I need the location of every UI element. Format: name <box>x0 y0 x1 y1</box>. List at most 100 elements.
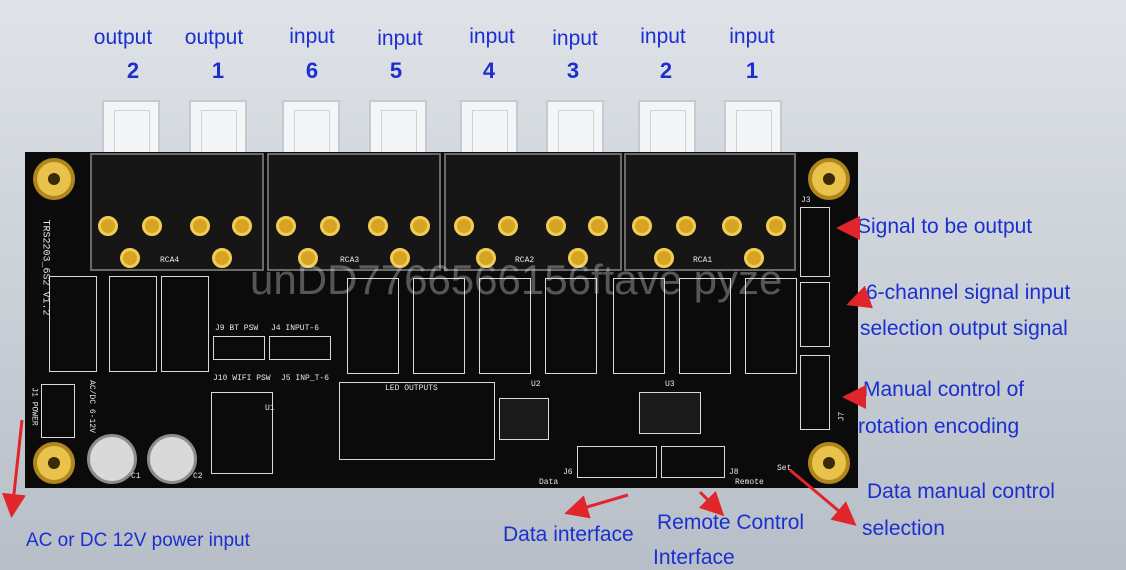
input-5-number: 5 <box>389 58 403 83</box>
arrow-data-interface <box>564 493 629 519</box>
input-1-word: input <box>729 25 775 48</box>
j2-header <box>800 282 830 347</box>
pad <box>722 216 742 236</box>
mount-hole-top-right <box>808 158 850 200</box>
rca1-label: RCA1 <box>693 256 713 265</box>
j4-label: J4 INPUT-6 <box>271 324 320 333</box>
pad <box>190 216 210 236</box>
label-signal-output: Signal to be output <box>857 215 1033 238</box>
pad <box>212 248 232 268</box>
pad <box>120 248 140 268</box>
j7-encoder-header <box>800 355 830 430</box>
rca4-block <box>90 153 264 271</box>
pad <box>654 248 674 268</box>
relay-k3 <box>545 278 597 374</box>
pad <box>676 216 696 236</box>
label-manual-rotation-1: Manual control of <box>863 378 1025 401</box>
relay-k2 <box>613 278 665 374</box>
power-label: J1 POWER <box>29 387 39 426</box>
jack-input-5 <box>369 100 427 156</box>
c1-label: C1 <box>131 472 141 481</box>
pad <box>766 216 786 236</box>
j6-label: J6 <box>563 468 573 477</box>
ic-u2 <box>499 398 549 440</box>
j8-label: J8 <box>729 468 739 477</box>
label-remote-2: Interface <box>653 546 735 569</box>
jack-input-4 <box>460 100 518 156</box>
u2-label: U2 <box>531 380 541 389</box>
input-2-word: input <box>640 25 686 48</box>
u1-label: U1 <box>265 404 275 413</box>
j9-label: J9 BT PSW <box>215 324 259 333</box>
acdc-label: AC/DC 6-12V <box>86 380 96 433</box>
label-data-interface: Data interface <box>503 523 634 546</box>
rca4-label: RCA4 <box>160 256 180 265</box>
j3-label: J3 <box>801 196 811 205</box>
label-data-manual-2: selection <box>862 517 945 540</box>
mount-hole-top-left <box>33 158 75 200</box>
input-2-number: 2 <box>659 58 673 83</box>
rca3-block <box>267 153 441 271</box>
pad <box>232 216 252 236</box>
j8-remote-connector <box>661 446 725 478</box>
label-data-manual-1: Data manual control <box>867 480 1055 503</box>
pad <box>276 216 296 236</box>
remote-label: Remote <box>735 478 764 487</box>
data-label: Data <box>539 478 559 487</box>
pad <box>298 248 318 268</box>
input-3-word: input <box>552 27 598 50</box>
relay-k10 <box>109 276 157 372</box>
rca3-label: RCA3 <box>340 256 360 265</box>
pad <box>98 216 118 236</box>
relay-k5 <box>413 278 465 374</box>
relay-k4 <box>479 278 531 374</box>
jack-input-3 <box>546 100 604 156</box>
jack-output-2 <box>102 100 160 156</box>
jack-input-6 <box>282 100 340 156</box>
mount-hole-bottom-right <box>808 442 850 484</box>
pad <box>142 216 162 236</box>
input-4-word: input <box>469 25 515 48</box>
arrow-remote <box>698 490 725 517</box>
relay-k1 <box>679 278 731 374</box>
j9-bt-psw <box>213 336 265 360</box>
input-6-number: 6 <box>305 58 319 83</box>
j3-header <box>800 207 830 277</box>
j7-label: J7 <box>837 411 847 422</box>
relay-k6 <box>347 278 399 374</box>
pad <box>454 216 474 236</box>
relay-k7 <box>745 278 797 374</box>
input-1-number: 1 <box>745 58 759 83</box>
c2-label: C2 <box>193 472 203 481</box>
label-manual-rotation-2: rotation encoding <box>858 415 1020 438</box>
label-channel-select-2: selection output signal <box>860 317 1068 340</box>
j4-input-6 <box>269 336 331 360</box>
jack-input-1 <box>724 100 782 156</box>
input-5-word: input <box>377 27 423 50</box>
pad <box>568 248 588 268</box>
jack-input-2 <box>638 100 696 156</box>
regulator-u1 <box>211 392 273 474</box>
pad <box>368 216 388 236</box>
pad <box>744 248 764 268</box>
pad <box>588 216 608 236</box>
ic-u3 <box>639 392 701 434</box>
pad <box>320 216 340 236</box>
relay-k9 <box>161 276 209 372</box>
led-outputs-label: LED OUTPUTS <box>385 384 438 393</box>
pad <box>476 248 496 268</box>
relay-k8 <box>49 276 97 372</box>
mount-hole-bottom-left <box>33 442 75 484</box>
j10-label: J10 WIFI PSW <box>213 374 271 383</box>
output-1-word: output <box>184 26 244 49</box>
set-label: Set <box>777 464 792 473</box>
rca2-label: RCA2 <box>515 256 535 265</box>
pad <box>390 248 410 268</box>
arrow-power <box>2 419 26 518</box>
label-channel-select-1: 6-channel signal input <box>866 281 1071 304</box>
rca2-block <box>444 153 622 271</box>
output-2-number: 2 <box>126 58 140 83</box>
input-6-word: input <box>289 25 335 48</box>
input-3-number: 3 <box>566 58 580 83</box>
input-4-number: 4 <box>482 58 496 83</box>
